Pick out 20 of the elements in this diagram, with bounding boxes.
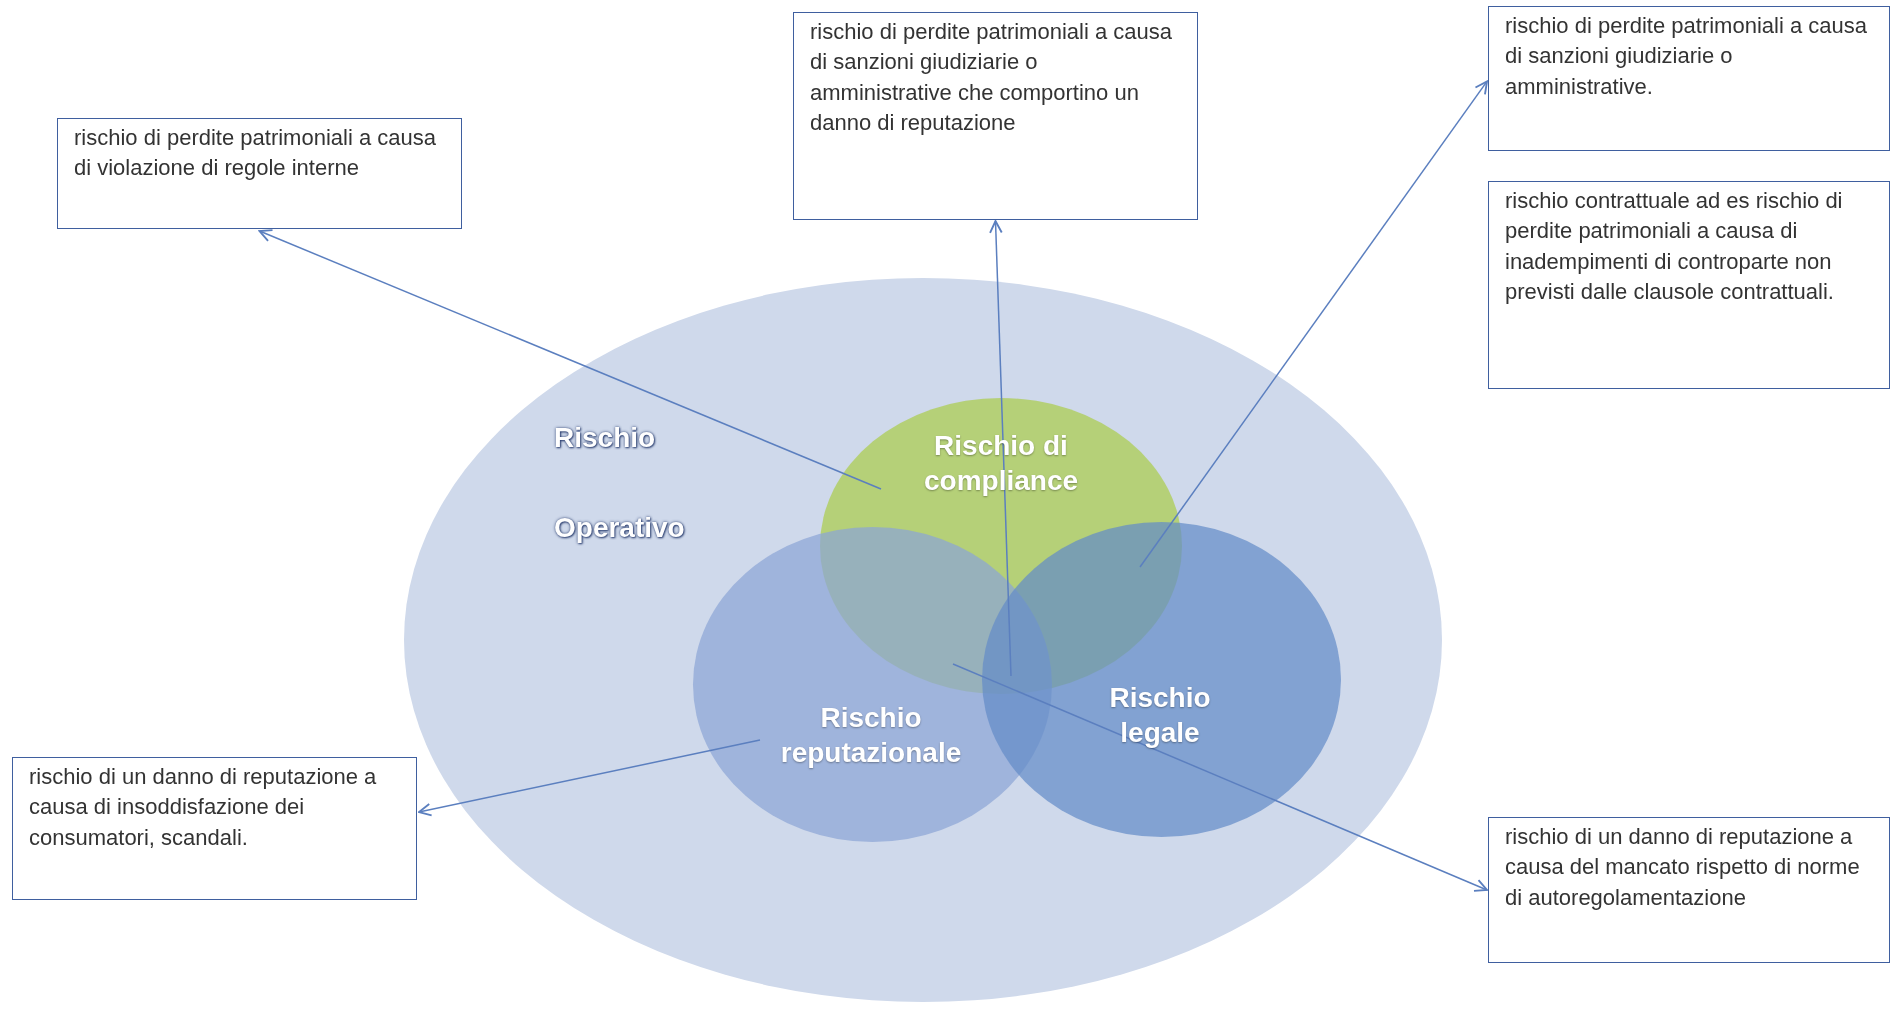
region-label: Rischio Operativo: [554, 421, 686, 545]
leader-arrow: [989, 220, 1012, 677]
description-text: rischio di perdite patrimoniali a causa di violazione di regole interne: [74, 124, 437, 183]
text-box: [1488, 817, 1890, 963]
description-text: rischio di un danno di reputazione a causa del mancato rispetto di norme di autoregolamentazione: [1505, 823, 1861, 912]
leader-arrow: [418, 739, 761, 817]
leader-arrow: [258, 229, 882, 490]
region-label: Rischio reputazionale: [779, 701, 963, 770]
region-label: Rischio legale: [1108, 681, 1212, 750]
text-box: [12, 757, 417, 900]
leader-arrow: [952, 663, 1488, 892]
description-text: rischio di perdite patrimoniali a causa di sanzioni giudiziarie o amministrative che comportino un danno di reputazione: [810, 18, 1173, 138]
description-text: rischio di perdite patrimoniali a causa di sanzioni giudiziarie o amministrative.: [1505, 12, 1868, 101]
description-text: rischio di un danno di reputazione a causa di insoddisfazione dei consumatori, scandali.: [29, 763, 378, 852]
description-text: rischio contrattuale ad es rischio di perdite patrimoniali a causa di inadempimenti di controparte non previsti dalle clausole contrattuali.: [1505, 187, 1844, 307]
text-box: [1488, 181, 1890, 389]
text-box: [1488, 6, 1890, 151]
text-box: [793, 12, 1198, 220]
text-box: [57, 118, 462, 229]
leader-arrow: [1139, 80, 1488, 568]
